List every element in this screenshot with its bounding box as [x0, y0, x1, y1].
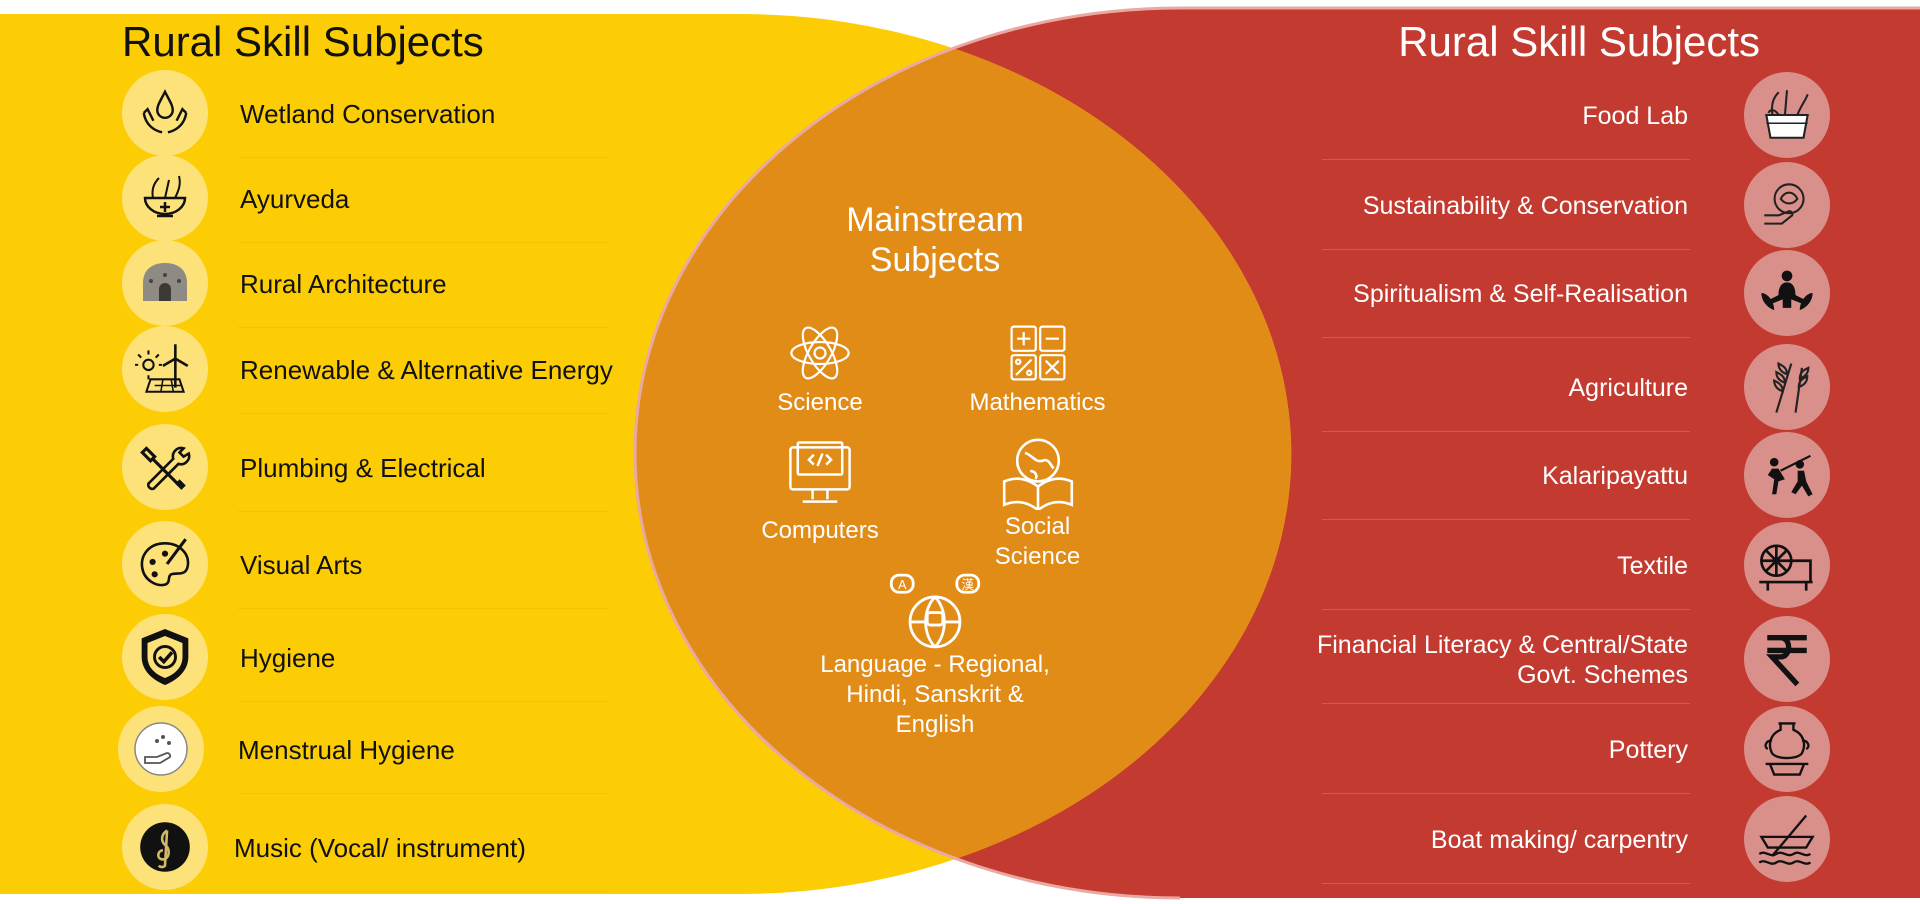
right-item-textile: Textile [1300, 522, 1840, 610]
divider [238, 891, 608, 892]
divider [238, 413, 608, 414]
globe-book-icon [1002, 438, 1073, 510]
right-item-sustainability: Sustainability & Conservation [1300, 162, 1840, 250]
divider [1322, 793, 1690, 794]
atom-icon [790, 326, 850, 380]
center-item-social-science: Social Science [965, 432, 1110, 572]
svg-text:漢: 漢 [962, 578, 975, 592]
right-item-label: Sustainability & Conservation [1362, 192, 1688, 220]
center-item-mathematics: Mathematics [955, 320, 1120, 418]
right-item-kalaripayattu: Kalaripayattu [1300, 432, 1840, 520]
center-title: Mainstream Subjects [846, 201, 1024, 279]
hand-leaf-icon [1744, 162, 1830, 248]
divider [1322, 883, 1690, 884]
wrench-screwdriver-icon [122, 424, 208, 510]
left-item-music: Music (Vocal/ instrument) [118, 804, 658, 892]
divider [1322, 431, 1690, 432]
left-title: Rural Skill Subjects [122, 18, 484, 65]
left-item-label: Menstrual Hygiene [238, 735, 455, 765]
right-item-label: Pottery [1608, 736, 1688, 764]
right-item-pottery: Pottery [1300, 706, 1840, 794]
right-item-boat-making: Boat making/ carpentry [1300, 796, 1840, 884]
divider [238, 327, 608, 328]
divider [238, 608, 608, 609]
hands-water-drop-icon [122, 70, 208, 156]
left-item-menstrual-hygiene: Menstrual Hygiene [118, 706, 658, 794]
divider [1322, 703, 1690, 704]
rupee-icon [1744, 616, 1830, 702]
pottery-icon [1744, 706, 1830, 792]
left-item-label: Ayurveda [240, 184, 350, 214]
calculator-symbols-icon [1010, 325, 1065, 381]
left-item-wetland-conservation: Wetland Conservation [118, 70, 658, 158]
hand-sparkle-icon [118, 706, 204, 792]
divider [238, 242, 608, 243]
left-item-label: Plumbing & Electrical [240, 453, 486, 483]
computer-code-icon [789, 441, 851, 503]
mud-hut-icon [122, 240, 208, 326]
herbal-mortar-icon [122, 155, 208, 241]
left-item-label: Hygiene [240, 643, 336, 673]
center-item-label: Science [777, 389, 863, 416]
vegetable-basket-icon [1744, 72, 1830, 158]
martial-arts-icon [1744, 432, 1830, 518]
right-item-label: Agriculture [1568, 374, 1689, 402]
right-item-financial-literacy: Financial Literacy & Central/State Govt.… [1300, 616, 1840, 704]
left-item-ayurveda: Ayurveda [118, 155, 658, 243]
left-item-hygiene: Hygiene [118, 614, 658, 702]
left-item-label: Visual Arts [240, 550, 363, 580]
divider [238, 511, 608, 512]
right-item-food-lab: Food Lab [1300, 72, 1840, 160]
left-item-renewable-energy: Renewable & Alternative Energy [118, 326, 658, 414]
shield-check-icon [122, 614, 208, 700]
right-item-label: Financial Literacy & Central/State Govt.… [1316, 631, 1688, 689]
spinning-wheel-icon [1744, 522, 1830, 608]
divider [238, 793, 608, 794]
svg-text:A: A [898, 578, 907, 592]
divider [1322, 337, 1690, 338]
right-item-label: Textile [1617, 552, 1688, 580]
boat-oar-icon [1744, 796, 1830, 882]
center-item-label: Mathematics [969, 389, 1106, 416]
left-item-visual-arts: Visual Arts [118, 521, 658, 609]
right-title: Rural Skill Subjects [1398, 18, 1760, 65]
wheat-icon [1744, 344, 1830, 430]
left-item-label: Rural Architecture [240, 269, 447, 299]
center-item-label: Social Science [994, 513, 1081, 570]
divider [1322, 159, 1690, 160]
right-item-spiritualism: Spiritualism & Self-Realisation [1300, 250, 1840, 338]
divider [238, 701, 608, 702]
right-item-agriculture: Agriculture [1300, 344, 1840, 432]
left-item-label: Wetland Conservation [240, 99, 496, 129]
left-item-rural-architecture: Rural Architecture [118, 240, 658, 328]
right-item-label: Kalaripayattu [1542, 462, 1688, 490]
divider [1322, 609, 1690, 610]
center-item-computers: Computers [750, 440, 890, 546]
left-item-label: Music (Vocal/ instrument) [234, 833, 526, 863]
center-item-label: Language - Regional, Hindi, Sanskrit & E… [820, 651, 1050, 738]
right-item-label: Boat making/ carpentry [1430, 826, 1688, 854]
right-item-label: Spiritualism & Self-Realisation [1353, 280, 1688, 308]
lotus-meditation-icon [1744, 250, 1830, 336]
right-outline [633, 6, 1920, 900]
left-item-label: Renewable & Alternative Energy [240, 355, 613, 385]
right-item-label: Food Lab [1582, 102, 1688, 130]
palette-brush-icon [122, 521, 208, 607]
center-item-science: Science [760, 320, 880, 418]
divider [1322, 249, 1690, 250]
treble-clef-icon [122, 804, 208, 890]
center-item-label: Computers [761, 517, 879, 544]
divider [1322, 519, 1690, 520]
left-item-plumbing-electrical: Plumbing & Electrical [118, 424, 658, 512]
wind-solar-icon [122, 326, 208, 412]
divider [238, 157, 608, 158]
overlap-region [635, 14, 1292, 894]
